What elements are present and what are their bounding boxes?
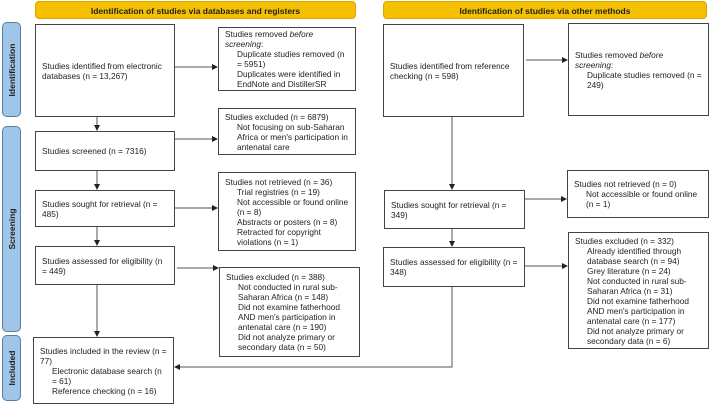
phase-identification: Identification [2,22,21,117]
box-db-excluded-screen: Studies excluded (n = 6879)Not focusing … [218,108,356,155]
header-databases: Identification of studies via databases … [35,1,356,19]
phase-included: Included [2,335,21,401]
list-item: Not accessible or found online (n = 8) [237,196,349,217]
box-db-assessed: Studies assessed for eligibility (n = 44… [35,246,175,285]
list-item: Trial registries (n = 19) [237,186,320,197]
list-item: Did not analyze primary or secondary dat… [587,325,684,346]
box-ref-identified: Studies identified from reference checki… [383,24,524,117]
list-item: Grey literature (n = 24) [587,265,671,276]
box-ref-removed: Studies removed before screening:Duplica… [568,23,709,116]
list-item: Electronic database search (n = 61) [52,365,162,386]
box-db-removed: Studies removed before screening:Duplica… [218,27,356,91]
list-item: Not accessible or found online (n = 1) [586,189,698,209]
list-item: Not focusing on sub-Saharan Africa or me… [237,121,348,152]
arrow [174,286,453,370]
box-db-excluded-eligibility: Studies excluded (n = 388)Not conducted … [219,267,360,357]
box-db-not-retrieved: Studies not retrieved (n = 36)Trial regi… [218,172,356,251]
list-item: Not conducted in rural sub-Saharan Afric… [587,275,687,296]
header-other-methods: Identification of studies via other meth… [383,1,707,19]
list-item: Not conducted in rural sub-Saharan Afric… [238,282,338,302]
list-item: Did not examine fatherhood AND men's par… [587,295,689,326]
box-ref-sought: Studies sought for retrieval (n = 349) [384,190,525,229]
list-item: Did not examine fatherhood AND men's par… [238,302,340,332]
box-included: Studies included in the review (n = 77)E… [33,337,174,404]
box-db-sought: Studies sought for retrieval (n = 485) [35,190,175,227]
list-item: Duplicate studies removed (n = 249) [587,69,702,90]
phase-screening: Screening [2,126,21,332]
box-db-screened: Studies screened (n = 7316) [35,131,175,171]
box-ref-not-retrieved: Studies not retrieved (n = 0)Not accessi… [567,170,709,218]
list-item: Duplicate studies removed (n = 5951) [237,49,345,69]
list-item: Duplicates were identified in EndNote an… [237,69,341,89]
box-ref-excluded: Studies excluded (n = 332)Already identi… [568,232,709,349]
list-item: Retracted for copyright violations (n = … [237,226,321,247]
list-item: Already identified through database sear… [587,245,682,266]
box-db-identified: Studies identified from electronic datab… [35,24,175,117]
box-ref-assessed: Studies assessed for eligibility (n = 34… [383,247,525,287]
list-item: Did not analyze primary or secondary dat… [238,332,335,352]
list-item: Abstracts or posters (n = 8) [237,216,338,227]
list-item: Reference checking (n = 16) [52,385,157,396]
